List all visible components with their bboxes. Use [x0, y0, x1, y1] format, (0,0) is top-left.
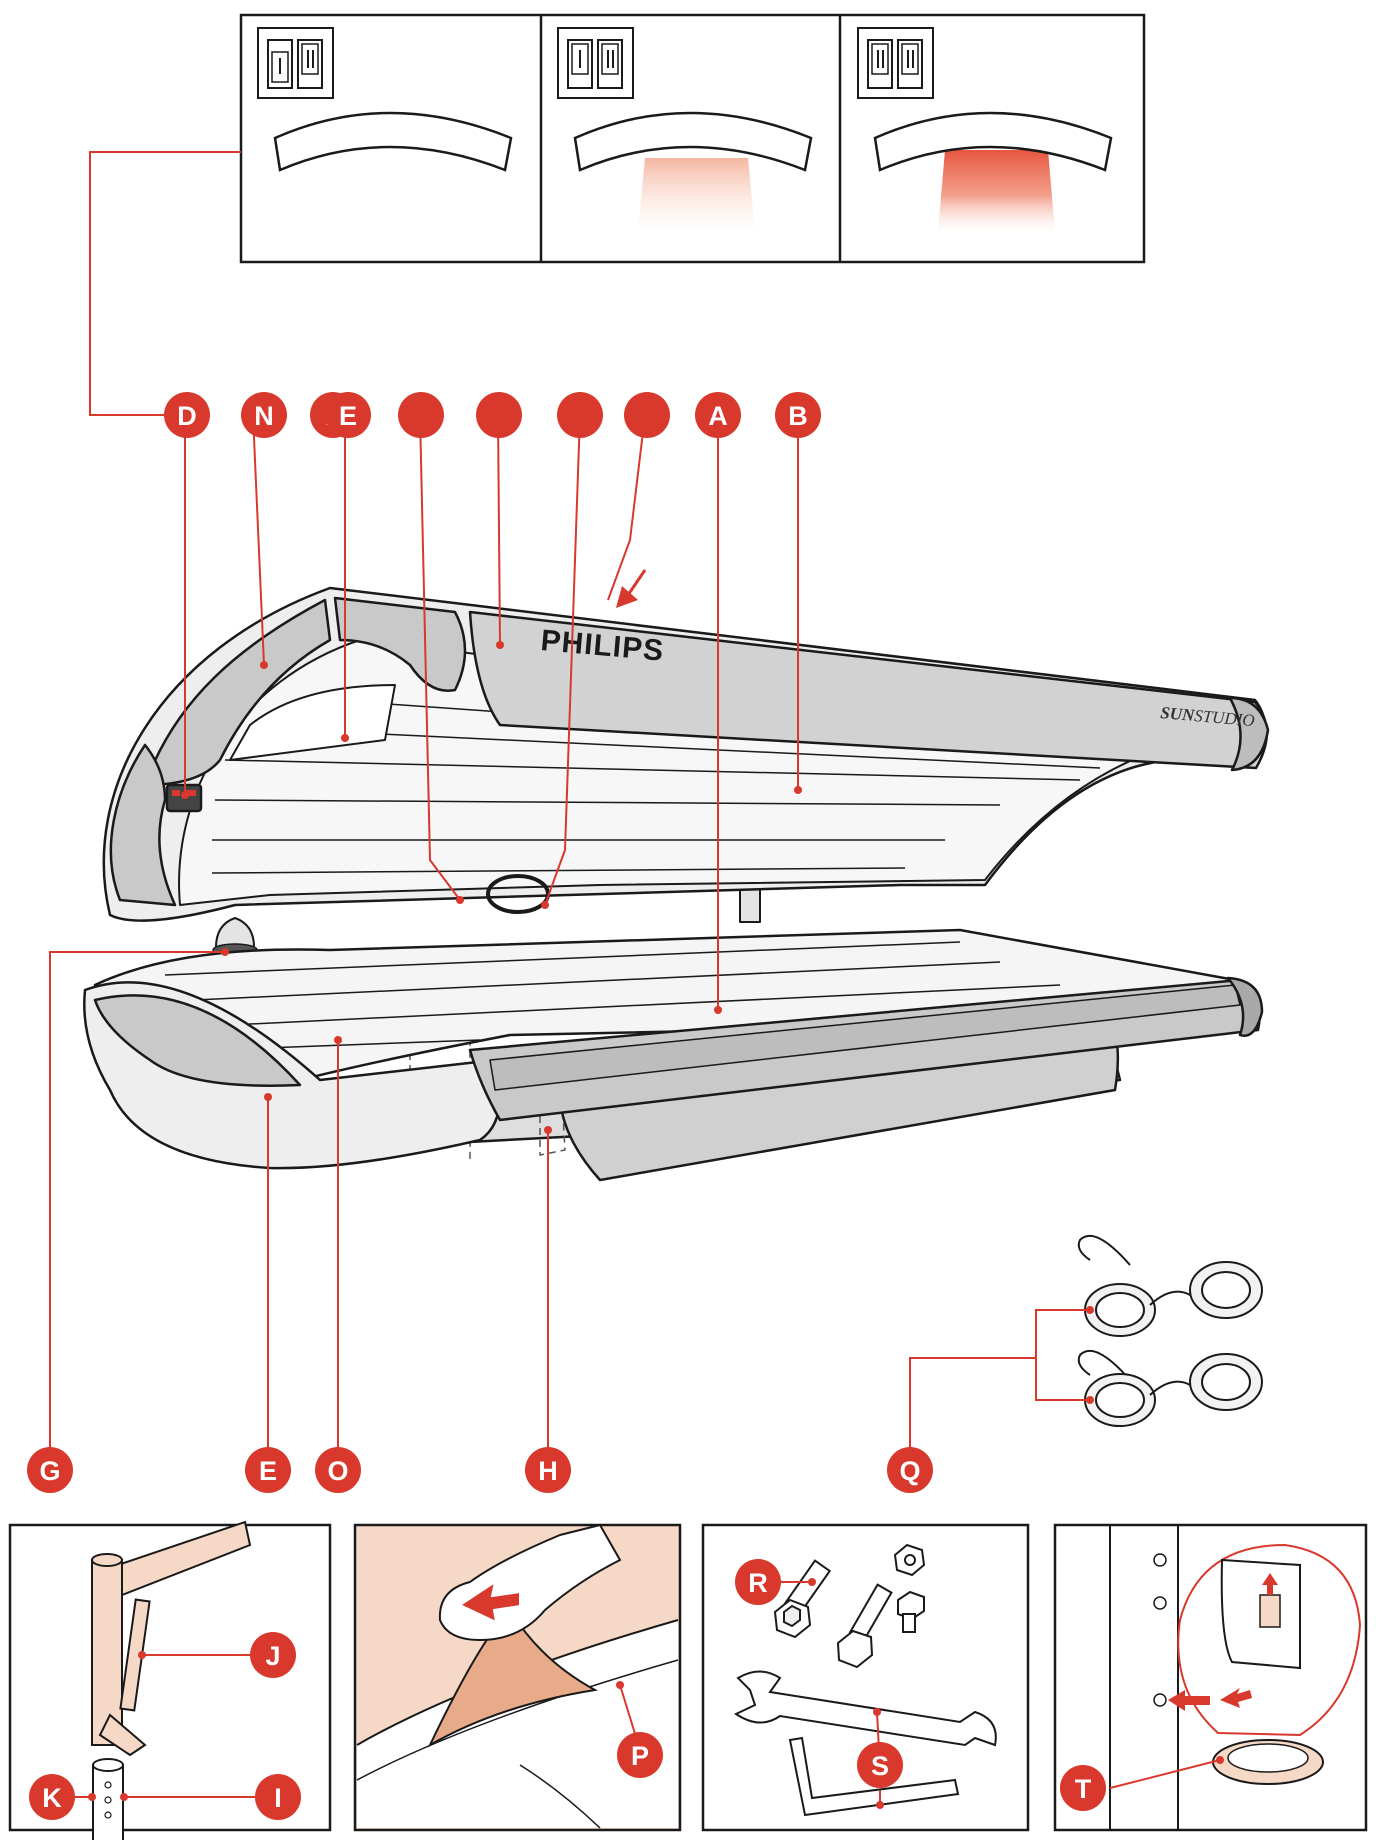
base-lamp-tubes — [164, 941, 1061, 1049]
svg-text:E: E — [339, 401, 357, 431]
callout-s: S — [857, 1742, 903, 1788]
canopy-panel-n — [143, 598, 332, 787]
svg-text:K: K — [42, 1783, 62, 1813]
base-rim-inner — [93, 994, 302, 1087]
callout-j: J — [250, 1632, 296, 1678]
peeled-film — [427, 1608, 599, 1748]
svg-text:G: G — [39, 1456, 60, 1486]
stud-icon — [897, 1590, 925, 1633]
callout-o: O — [315, 1447, 361, 1493]
svg-text:S: S — [871, 1751, 889, 1781]
nut-icon — [893, 1543, 926, 1577]
switch-states-panel — [239, 13, 1146, 264]
svg-text:J: J — [265, 1641, 280, 1671]
switch-state-off — [257, 27, 513, 172]
leader-dots — [181, 641, 1094, 1404]
callout-c — [476, 392, 522, 438]
rocker-switch-icon — [557, 27, 634, 99]
canopy-face-e — [229, 684, 396, 761]
detail-tools-panel: R S — [701, 1523, 1030, 1832]
leader-lines — [49, 414, 1090, 1470]
callout-m — [557, 392, 603, 438]
base-end-cap — [1226, 976, 1264, 1037]
callout-q: Q — [887, 1447, 933, 1493]
up-arrow-icon — [1262, 1573, 1278, 1595]
callout-e-top: E — [325, 392, 371, 438]
svg-text:Q: Q — [899, 1456, 920, 1486]
callout-g: G — [27, 1447, 73, 1493]
goggles-pair-lower — [1077, 1350, 1263, 1427]
callout-a: A — [695, 392, 741, 438]
switch-state-high — [857, 27, 1113, 232]
svg-text:B: B — [788, 401, 808, 431]
svg-text:H: H — [538, 1456, 558, 1486]
svg-text:I: I — [274, 1783, 282, 1813]
bolt-hex-icon — [836, 1583, 893, 1669]
callout-d: D — [164, 392, 210, 438]
callout-u — [624, 392, 670, 438]
svg-text:D: D — [177, 401, 197, 431]
callout-e-bottom: E — [245, 1447, 291, 1493]
svg-text:N: N — [254, 401, 274, 431]
arrow-to-canopy — [616, 569, 647, 608]
canopy-panel-lower-left — [109, 743, 177, 907]
protective-goggles — [1077, 1235, 1263, 1427]
goggles-pair-upper — [1077, 1235, 1263, 1337]
arrow-icon — [1220, 1688, 1252, 1708]
hex-key-icon — [788, 1736, 960, 1817]
detail-post-panel: T — [1053, 1523, 1368, 1832]
callout-l — [398, 392, 444, 438]
callout-k: K — [29, 1774, 75, 1820]
svg-text:A: A — [708, 401, 728, 431]
switch-state-low — [557, 27, 813, 232]
canopy-end-cap — [1228, 696, 1270, 772]
base-side-panel — [489, 984, 1241, 1091]
svg-text:P: P — [631, 1741, 649, 1771]
detail-film-panel: P — [353, 1523, 682, 1832]
callout-n: N — [241, 392, 287, 438]
callout-h: H — [525, 1447, 571, 1493]
callout-b: B — [775, 392, 821, 438]
rocker-switch-icon — [257, 27, 334, 99]
callout-r: R — [735, 1559, 781, 1605]
arrow-icon — [457, 1579, 521, 1624]
callout-p: P — [617, 1732, 663, 1778]
tanning-bed: PHILIPS SUNSTUDIO — [83, 586, 1270, 1182]
svg-text:E: E — [259, 1456, 277, 1486]
svg-text:R: R — [748, 1568, 768, 1598]
callout-i: I — [255, 1774, 301, 1820]
callout-t: T — [1060, 1765, 1106, 1811]
wrench-icon — [733, 1670, 997, 1747]
rocker-switch-icon — [857, 27, 934, 99]
bolt-allen-icon — [773, 1559, 832, 1639]
detail-hinge-panel: J K I — [8, 1520, 332, 1840]
canopy-panel-f — [333, 596, 467, 692]
svg-text:T: T — [1075, 1774, 1092, 1804]
svg-text:O: O — [327, 1456, 348, 1486]
left-arrow-icon — [1168, 1690, 1210, 1711]
panel-to-d-leader — [89, 151, 241, 416]
hinge-bracket — [91, 1559, 123, 1746]
